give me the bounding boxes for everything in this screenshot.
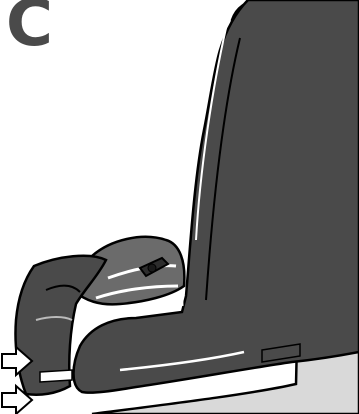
buckle-button xyxy=(148,264,156,272)
seat-back xyxy=(74,0,359,393)
flap-connector xyxy=(40,370,72,382)
